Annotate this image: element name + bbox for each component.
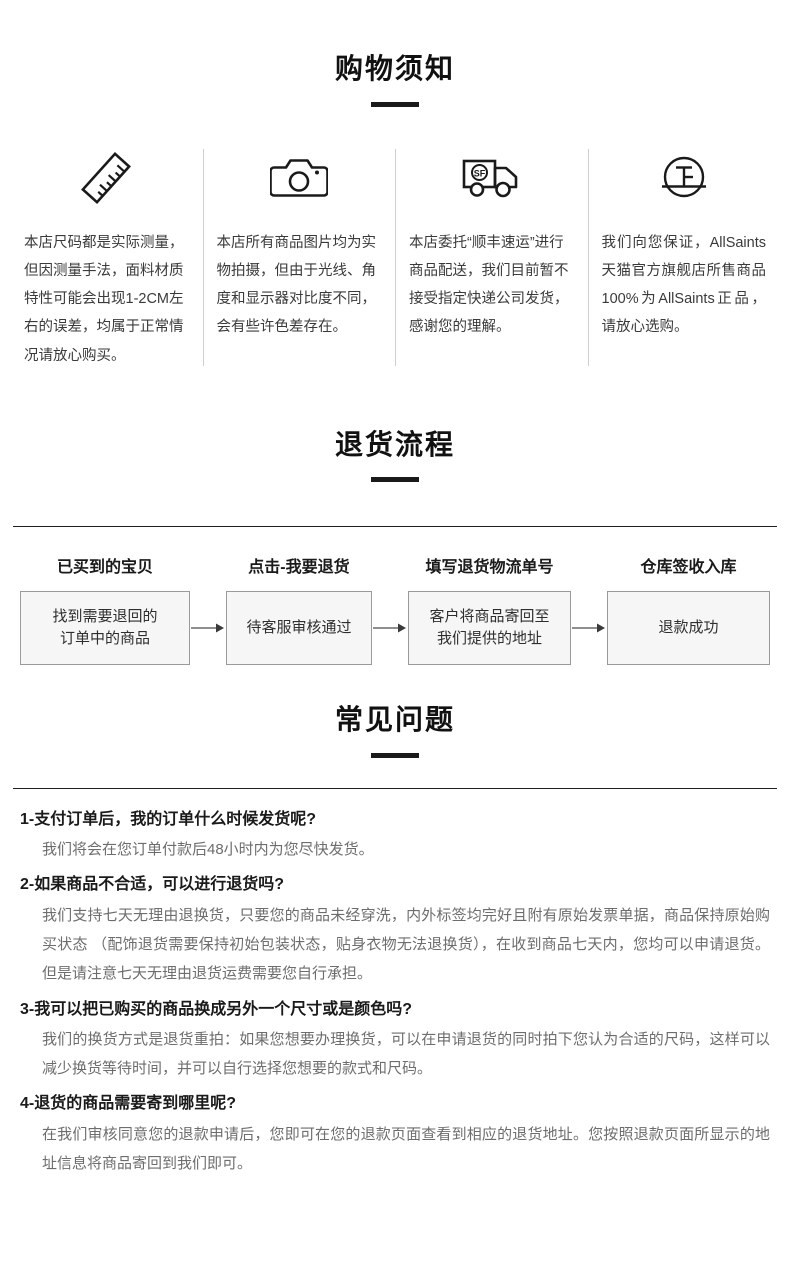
flow-section-title: 退货流程 xyxy=(334,428,455,460)
faq-question-2: 2-如果商品不合适，可以进行退货吗? xyxy=(20,876,285,894)
authentic-seal-icon xyxy=(602,149,767,207)
flow-section-divider xyxy=(13,526,777,528)
flow-step-4-box: 退款成功 xyxy=(607,591,770,666)
notice-column-photo: 本店所有商品图片均为实物拍摄，但由于光线、角度和显示器对比度不同，会有些许色差存… xyxy=(202,148,396,374)
faq-answer-3: 我们的换货方式是退货重拍：如果您想要办理换货，可以在申请退货的同时拍下您认为合适… xyxy=(42,1030,770,1078)
flow-arrow-2 xyxy=(372,591,408,665)
flow-step-1-text: 找到需要退回的订单中的商品 xyxy=(52,608,158,648)
delivery-truck-sf-icon: SF xyxy=(409,149,574,207)
notice-text-sizing: 本店尺码都是实际测量，但因测量手法，面料材质特性可能会出现1-2CM左右的误差，… xyxy=(24,234,184,364)
notice-title-underline xyxy=(371,101,419,107)
flow-step-3: 填写退货物流单号 客户将商品寄回至我们提供的地址 xyxy=(408,553,572,666)
notice-flow-spacer xyxy=(0,374,790,428)
notice-text-authenticity: 我们向您保证，AllSaints天猫官方旗舰店所售商品100%为AllSaint… xyxy=(601,234,767,336)
faq-item-4: 4-退货的商品需要寄到哪里呢? 在我们审核同意您的退款申请后，您即可在您的退款页… xyxy=(20,1089,770,1178)
faq-answer-4: 在我们审核同意您的退款申请后，您即可在您的退款页面查看到相应的退货地址。您按照退… xyxy=(42,1125,770,1173)
flow-step-1: 已买到的宝贝 找到需要退回的订单中的商品 xyxy=(20,553,190,666)
notice-columns: 本店尺码都是实际测量，但因测量手法，面料材质特性可能会出现1-2CM左右的误差，… xyxy=(10,148,781,374)
flow-step-2-label: 点击-我要退货 xyxy=(248,559,350,577)
faq-item-1: 1-支付订单后，我的订单什么时候发货呢? 我们将会在您订单付款后48小时内为您尽… xyxy=(20,805,770,865)
flow-arrow-3 xyxy=(571,591,607,665)
flow-faq-spacer xyxy=(0,665,790,703)
flow-title-underline xyxy=(371,477,419,483)
faq-item-2: 2-如果商品不合适，可以进行退货吗? 我们支持七天无理由退换货，只要您的商品未经… xyxy=(20,870,770,988)
return-flow-diagram: 已买到的宝贝 找到需要退回的订单中的商品 点击-我要退货 待客服审核通过 填写退… xyxy=(20,553,770,666)
faq-title-spacer xyxy=(0,758,790,788)
notice-column-sizing: 本店尺码都是实际测量，但因测量手法，面料材质特性可能会出现1-2CM左右的误差，… xyxy=(10,149,203,374)
flow-step-3-label: 填写退货物流单号 xyxy=(425,559,554,577)
top-spacer xyxy=(0,0,790,52)
flow-step-2-box: 待客服审核通过 xyxy=(225,591,373,666)
flow-title-spacer xyxy=(0,482,790,526)
notice-section-title: 购物须知 xyxy=(334,53,455,84)
ruler-icon xyxy=(24,149,189,207)
flow-step-4-text: 退款成功 xyxy=(658,619,719,637)
faq-title-underline xyxy=(371,752,419,758)
notice-section-header: 购物须知 xyxy=(0,52,790,107)
flow-step-4: 仓库签收入库 退款成功 xyxy=(607,553,770,666)
faq-question-3: 3-我可以把已购买的商品换成另外一个尺寸或是颜色吗? xyxy=(20,1000,413,1018)
faq-section-title: 常见问题 xyxy=(334,704,455,736)
flow-step-2: 点击-我要退货 待客服审核通过 xyxy=(225,553,373,666)
faq-answer-1: 我们将会在您订单付款后48小时内为您尽快发货。 xyxy=(42,841,374,859)
notice-column-authenticity: 我们向您保证，AllSaints天猫官方旗舰店所售商品100%为AllSaint… xyxy=(587,148,781,374)
notice-column-shipping: SF 本店委托“顺丰速运”进行商品配送，我们目前暂不接受指定快递公司发货，感谢您… xyxy=(395,148,588,374)
faq-list: 1-支付订单后，我的订单什么时候发货呢? 我们将会在您订单付款后48小时内为您尽… xyxy=(20,805,770,1179)
svg-text:SF: SF xyxy=(474,168,486,178)
faq-item-3: 3-我可以把已购买的商品换成另外一个尺寸或是颜色吗? 我们的换货方式是退货重拍：… xyxy=(20,995,770,1084)
faq-question-4: 4-退货的商品需要寄到哪里呢? xyxy=(20,1095,237,1113)
flow-step-1-box: 找到需要退回的订单中的商品 xyxy=(20,591,190,666)
flow-section-header: 退货流程 xyxy=(0,428,790,483)
flow-arrow-1 xyxy=(190,591,226,665)
flow-step-4-label: 仓库签收入库 xyxy=(640,559,737,577)
flow-step-1-label: 已买到的宝贝 xyxy=(56,559,153,577)
flow-step-3-box: 客户将商品寄回至我们提供的地址 xyxy=(408,591,572,666)
flow-step-3-text: 客户将商品寄回至我们提供的地址 xyxy=(429,608,550,648)
flow-step-2-text: 待客服审核通过 xyxy=(246,619,352,637)
camera-icon xyxy=(217,149,382,207)
faq-section-header: 常见问题 xyxy=(0,703,790,758)
faq-section-divider xyxy=(13,787,777,789)
faq-answer-2: 我们支持七天无理由退换货，只要您的商品未经穿洗，内外标签均完好且附有原始发票单据… xyxy=(42,906,770,983)
notice-text-photo: 本店所有商品图片均为实物拍摄，但由于光线、角度和显示器对比度不同，会有些许色差存… xyxy=(216,234,377,336)
faq-question-1: 1-支付订单后，我的订单什么时候发货呢? xyxy=(20,810,317,828)
notice-text-shipping: 本店委托“顺丰速运”进行商品配送，我们目前暂不接受指定快递公司发货，感谢您的理解… xyxy=(409,234,569,336)
